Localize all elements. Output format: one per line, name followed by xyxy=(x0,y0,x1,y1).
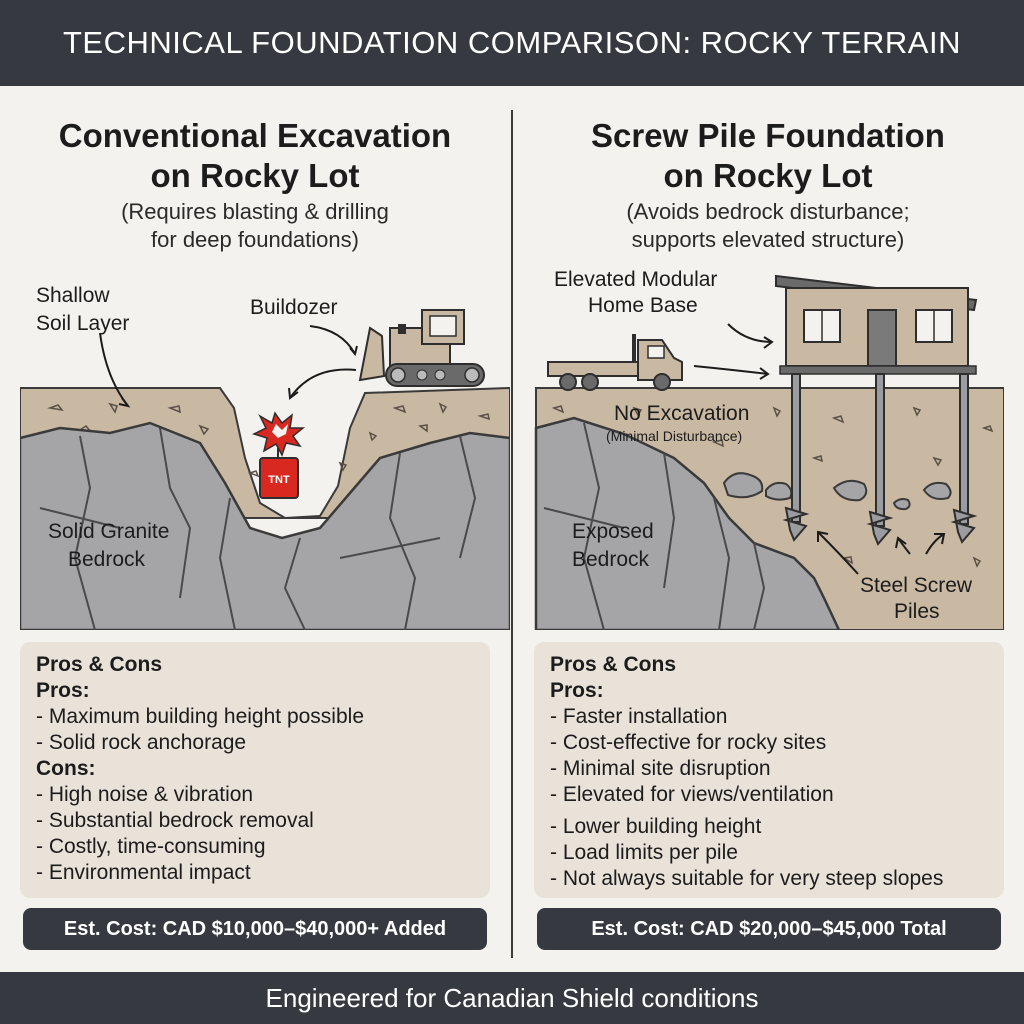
panel-divider xyxy=(511,110,513,958)
footer-text: Engineered for Canadian Shield condition… xyxy=(265,982,759,1013)
list-item: - High noise & vibration xyxy=(36,783,254,806)
page-footer: Engineered for Canadian Shield condition… xyxy=(0,972,1024,1024)
no-excavation-label: No Excavation xyxy=(614,402,749,425)
right-subtitle-line1: (Avoids bedrock disturbance; xyxy=(626,199,910,224)
list-item: - Substantial bedrock removal xyxy=(36,809,314,832)
piles-label-line1: Steel Screw xyxy=(860,574,973,597)
excavation-scene: TNT Shallow Soil Layer Buildozer Solid G… xyxy=(20,258,510,630)
right-title-line1: Screw Pile Foundation xyxy=(591,117,945,154)
rock-clusters xyxy=(722,472,952,511)
list-item: - Faster installation xyxy=(550,705,728,728)
piles-label-line2: Piles xyxy=(894,600,940,623)
page-title: TECHNICAL FOUNDATION COMPARISON: ROCKY T… xyxy=(63,25,961,60)
right-pros-cons-box: Pros & Cons Pros: - Faster installation … xyxy=(534,642,1004,898)
home-label-line1: Elevated Modular xyxy=(554,268,717,291)
left-title-line2: on Rocky Lot xyxy=(150,157,360,194)
left-subtitle-line1: (Requires blasting & drilling xyxy=(121,199,389,224)
left-title-line1: Conventional Excavation xyxy=(58,117,452,154)
minimal-disturbance-label: (Minimal Disturbance) xyxy=(606,428,742,444)
bedrock-cracks xyxy=(543,422,766,630)
annotation-arrows xyxy=(99,325,358,408)
tnt-label: TNT xyxy=(268,474,290,486)
granite-bedrock xyxy=(20,421,510,630)
soil-label-line2: Soil Layer xyxy=(36,312,129,335)
right-pros-label: Pros: xyxy=(550,679,604,702)
annotation-arrows xyxy=(693,323,946,575)
list-item: - Environmental impact xyxy=(36,861,251,884)
bedrock-cracks xyxy=(39,427,477,630)
left-cost-banner: Est. Cost: CAD $10,000–$40,000+ Added xyxy=(23,908,487,950)
left-panel-subtitle: (Requires blasting & drilling for deep f… xyxy=(20,198,490,254)
right-subtitle-line2: supports elevated structure) xyxy=(631,227,905,252)
screw-pile-scene: Elevated Modular Home Base No Excavation… xyxy=(514,258,1004,630)
bulldozer-icon xyxy=(358,309,485,387)
list-item: - Elevated for views/ventilation xyxy=(550,783,834,806)
list-item: - Not always suitable for very steep slo… xyxy=(550,867,944,890)
left-panel-title: Conventional Excavation on Rocky Lot xyxy=(20,116,490,196)
right-pros-cons-heading: Pros & Cons xyxy=(550,653,677,676)
left-pros-label: Pros: xyxy=(36,679,90,702)
bedrock-label-line2: Bedrock xyxy=(68,548,146,571)
bulldozer-label: Buildozer xyxy=(250,296,338,319)
right-title-line2: on Rocky Lot xyxy=(663,157,873,194)
right-panel-subtitle: (Avoids bedrock disturbance; supports el… xyxy=(533,198,1003,254)
right-panel-title: Screw Pile Foundation on Rocky Lot xyxy=(533,116,1003,196)
page-header: TECHNICAL FOUNDATION COMPARISON: ROCKY T… xyxy=(0,0,1024,86)
left-cons-label: Cons: xyxy=(36,757,96,780)
left-subtitle-line2: for deep foundations) xyxy=(151,227,359,252)
left-cost-text: Est. Cost: CAD $10,000–$40,000+ Added xyxy=(63,917,447,940)
truck-icon xyxy=(547,334,683,391)
modular-home-icon xyxy=(775,274,978,375)
list-item: - Cost-effective for rocky sites xyxy=(550,731,827,754)
excavation-illustration: TNT Shallow Soil Layer Buildozer Solid G… xyxy=(20,284,510,630)
left-pros-cons-heading: Pros & Cons xyxy=(36,653,163,676)
soil-pebbles xyxy=(551,405,994,568)
list-item: - Maximum building height possible xyxy=(36,705,364,728)
right-cost-text: Est. Cost: CAD $20,000–$45,000 Total xyxy=(591,917,947,940)
list-item: - Load limits per pile xyxy=(550,841,738,864)
bedrock-label-line1: Solid Granite xyxy=(48,520,169,543)
home-label-line2: Home Base xyxy=(588,294,698,317)
right-cost-banner: Est. Cost: CAD $20,000–$45,000 Total xyxy=(537,908,1001,950)
bedrock-label-line1: Exposed xyxy=(572,520,654,543)
tnt-icon: TNT xyxy=(259,448,299,499)
soil-label-line1: Shallow xyxy=(36,284,110,307)
list-item: - Minimal site disruption xyxy=(550,757,771,780)
list-item: - Costly, time-consuming xyxy=(36,835,266,858)
screw-pile-illustration: Elevated Modular Home Base No Excavation… xyxy=(534,268,1004,630)
left-pros-cons-box: Pros & Cons Pros: - Maximum building hei… xyxy=(20,642,490,898)
soil-pebbles xyxy=(47,402,490,478)
bedrock-label-line2: Bedrock xyxy=(572,548,650,571)
list-item: - Lower building height xyxy=(550,815,762,838)
list-item: - Solid rock anchorage xyxy=(36,731,247,754)
screw-pile-icons xyxy=(782,373,978,546)
